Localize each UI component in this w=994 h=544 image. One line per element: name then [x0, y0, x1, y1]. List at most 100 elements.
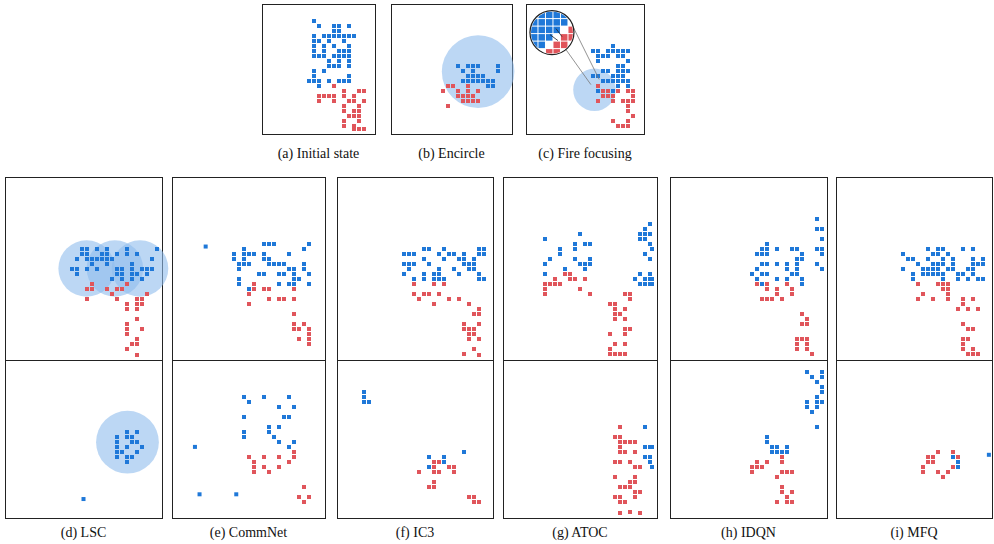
agent — [252, 470, 256, 474]
agent — [931, 297, 935, 301]
agent — [472, 327, 476, 331]
agent — [70, 267, 74, 271]
agent — [800, 277, 804, 281]
agent — [362, 395, 366, 399]
agent — [427, 465, 431, 469]
agent — [307, 327, 311, 331]
agent — [432, 465, 436, 469]
agent — [568, 277, 572, 281]
agent — [775, 445, 779, 449]
agent — [543, 237, 547, 241]
agent — [462, 352, 466, 356]
agent — [337, 34, 341, 38]
agent — [287, 282, 291, 286]
agent — [437, 277, 441, 281]
agent — [921, 292, 925, 296]
agent — [613, 352, 617, 356]
agent — [317, 24, 321, 28]
agent — [946, 252, 950, 256]
agent — [322, 34, 326, 38]
agent — [327, 39, 331, 43]
agent — [805, 347, 809, 351]
agent — [618, 440, 622, 444]
agent — [606, 49, 610, 53]
agent — [638, 272, 642, 276]
agent — [941, 262, 945, 266]
agent — [342, 79, 346, 83]
panel-caption: (a) Initial state — [278, 146, 360, 162]
agent — [130, 277, 134, 281]
agent — [946, 297, 950, 301]
agent — [327, 39, 331, 43]
agent — [971, 347, 975, 351]
agent — [618, 445, 622, 449]
agent — [810, 352, 814, 356]
agent — [242, 415, 246, 419]
agent — [621, 54, 625, 58]
agent — [402, 252, 406, 256]
agent — [237, 267, 241, 271]
agent — [608, 332, 612, 336]
agent — [292, 277, 296, 281]
agent — [442, 277, 446, 281]
agent — [931, 267, 935, 271]
agent — [466, 89, 470, 93]
agent — [322, 69, 326, 73]
agent — [110, 257, 114, 261]
agent — [775, 475, 779, 479]
agent — [347, 99, 351, 103]
agent — [956, 307, 960, 311]
agent — [135, 272, 139, 276]
agent — [412, 292, 416, 296]
agent — [613, 307, 617, 311]
agent — [140, 267, 144, 271]
agent — [633, 475, 637, 479]
agent — [623, 327, 627, 331]
agent — [130, 440, 134, 444]
agent — [941, 257, 945, 261]
agent — [486, 79, 490, 83]
agent — [302, 500, 306, 504]
agent — [437, 267, 441, 271]
agent — [951, 267, 955, 271]
agent — [941, 272, 945, 276]
agent — [110, 292, 114, 296]
agent — [961, 342, 965, 346]
agent — [628, 440, 632, 444]
agent — [621, 49, 625, 53]
agent — [120, 272, 124, 276]
agent — [471, 69, 475, 73]
agent — [613, 302, 617, 306]
agent — [342, 89, 346, 93]
agent — [457, 272, 461, 276]
agent — [956, 460, 960, 464]
agent — [115, 455, 119, 459]
agent — [760, 252, 764, 256]
agent — [442, 460, 446, 464]
agent — [277, 297, 281, 301]
agent — [467, 267, 471, 271]
agent — [357, 104, 361, 108]
agent — [277, 272, 281, 276]
agent — [347, 64, 351, 68]
agent — [302, 267, 306, 271]
agent — [120, 267, 124, 271]
agent — [628, 327, 632, 331]
agent — [252, 252, 256, 256]
agent — [477, 277, 481, 281]
agent — [628, 510, 632, 514]
agent — [765, 435, 769, 439]
agent — [462, 450, 466, 454]
agent — [976, 352, 980, 356]
agent — [105, 252, 109, 256]
agent — [946, 287, 950, 291]
agent — [971, 352, 975, 356]
agent — [795, 247, 799, 251]
agent — [237, 282, 241, 286]
agent — [921, 292, 925, 296]
battle-frame — [504, 178, 658, 361]
agent — [352, 109, 356, 113]
agent — [342, 39, 346, 43]
agent — [936, 252, 940, 256]
agent — [616, 89, 620, 93]
